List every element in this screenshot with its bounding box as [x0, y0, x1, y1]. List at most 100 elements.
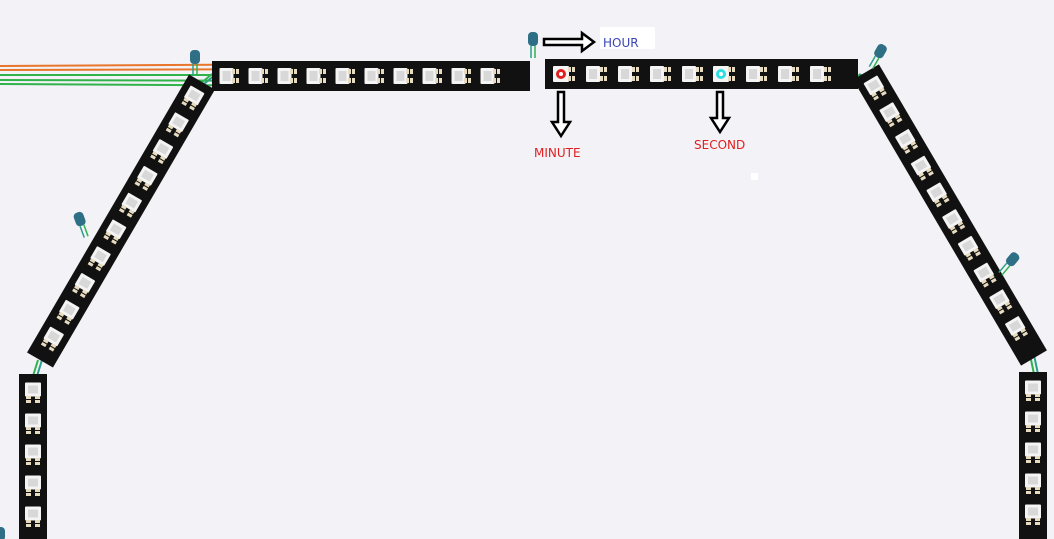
pad — [894, 114, 901, 120]
led-core — [1008, 319, 1022, 332]
pad — [604, 76, 607, 81]
pad — [58, 311, 65, 317]
jumper-wire — [1033, 354, 1039, 375]
pad — [925, 167, 932, 173]
strip-body — [27, 74, 215, 368]
pad — [95, 266, 102, 272]
pad — [261, 69, 264, 74]
pad — [136, 177, 143, 183]
wire — [0, 68, 213, 71]
pad — [792, 76, 795, 81]
led-strips — [19, 59, 1047, 539]
pad — [35, 427, 40, 430]
pad — [464, 69, 467, 74]
pad — [1035, 425, 1040, 428]
pad — [760, 76, 763, 81]
pad — [381, 78, 384, 83]
pad — [290, 78, 293, 83]
pad — [79, 292, 86, 299]
pad — [664, 76, 667, 81]
pad — [824, 76, 827, 81]
jumper-wire — [36, 359, 43, 377]
pad — [26, 396, 31, 399]
jumper-wire — [32, 359, 39, 377]
pad — [26, 400, 31, 403]
led-core — [28, 509, 38, 518]
pad — [732, 67, 735, 72]
led-strip — [1019, 372, 1047, 539]
pad — [1012, 332, 1019, 338]
pad — [1035, 491, 1040, 494]
pad — [600, 67, 603, 72]
pad — [26, 493, 31, 496]
led-core — [977, 266, 991, 279]
hour-arrow-icon — [542, 30, 597, 54]
pad — [1026, 460, 1031, 463]
second-label: SECOND — [694, 138, 746, 152]
pad — [700, 76, 703, 81]
pad — [150, 154, 156, 160]
pad — [920, 175, 927, 181]
pad — [1035, 398, 1040, 401]
pad — [1026, 456, 1031, 459]
led-core — [621, 69, 629, 79]
pad — [89, 258, 96, 264]
pad — [902, 145, 909, 151]
pad — [959, 224, 966, 230]
connector-body — [874, 44, 887, 59]
pad — [35, 396, 40, 399]
pad — [728, 76, 731, 81]
pad — [35, 462, 40, 465]
pad — [1026, 425, 1031, 428]
pad — [943, 197, 950, 203]
pad — [1026, 398, 1031, 401]
pad — [348, 69, 351, 74]
hour-label: HOUR — [603, 36, 639, 50]
pad — [973, 247, 979, 253]
pad — [664, 67, 667, 72]
pad — [572, 67, 575, 72]
pad — [1026, 522, 1031, 525]
pad — [126, 212, 133, 218]
pad — [167, 124, 174, 130]
connector-cap — [998, 252, 1020, 276]
pad — [1035, 456, 1040, 459]
pad — [165, 127, 172, 133]
led-core — [309, 71, 318, 81]
connector-cap — [73, 211, 89, 238]
led-core — [187, 89, 201, 102]
pad — [696, 76, 699, 81]
pad — [35, 520, 40, 523]
pad — [828, 67, 831, 72]
pad — [50, 343, 57, 349]
pad — [236, 69, 239, 74]
led-core — [156, 142, 170, 155]
connector-body — [190, 50, 200, 64]
pad — [918, 172, 925, 178]
pad — [113, 235, 119, 242]
pad — [118, 208, 125, 214]
connector-body — [1005, 252, 1020, 267]
led-core — [28, 416, 38, 425]
pad — [497, 78, 500, 83]
led-core — [1028, 476, 1038, 485]
led-core — [914, 159, 928, 172]
pad — [81, 289, 88, 295]
minute-arrow-icon — [549, 90, 573, 139]
pad — [439, 78, 442, 83]
pad — [792, 67, 795, 72]
pad — [72, 288, 78, 294]
pad — [290, 69, 293, 74]
pad — [406, 69, 409, 74]
pad — [35, 524, 40, 527]
pad — [406, 78, 409, 83]
connector-lead — [1001, 265, 1011, 276]
pad — [951, 229, 958, 235]
led-core — [1028, 383, 1038, 392]
pad — [1035, 522, 1040, 525]
lit-led-core — [559, 72, 563, 76]
pad — [636, 76, 639, 81]
pad — [352, 78, 355, 83]
pad — [1004, 301, 1011, 307]
pad — [1026, 429, 1031, 432]
